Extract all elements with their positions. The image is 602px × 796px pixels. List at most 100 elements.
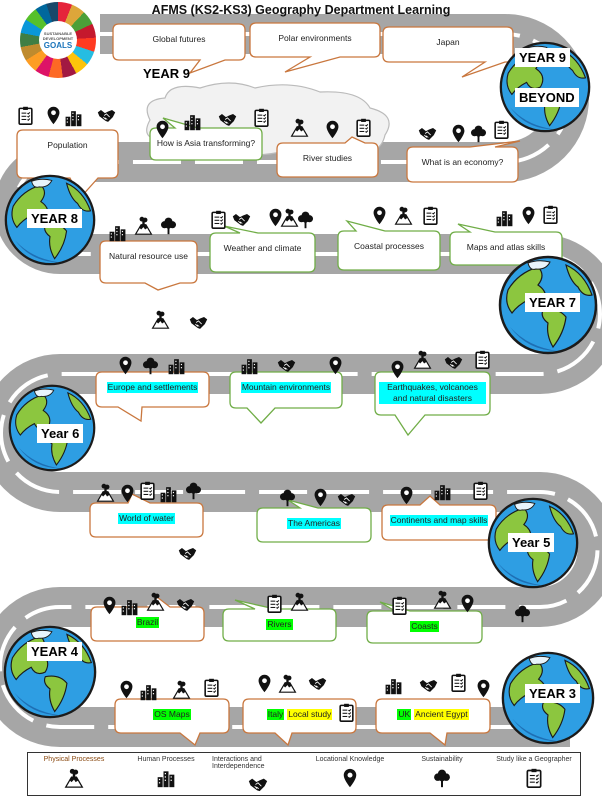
pin-icon <box>116 356 135 375</box>
handshake-icon <box>189 313 208 332</box>
globe-icon <box>3 625 97 719</box>
legend-label: Physical Processes <box>43 756 105 763</box>
pin-icon <box>100 596 119 615</box>
pin-icon <box>323 120 342 139</box>
handshake-icon <box>178 544 197 563</box>
topic-text: UK <box>397 709 412 720</box>
clipboard-icon <box>449 673 468 692</box>
topic-label: Coastal processes <box>342 231 436 270</box>
tree-icon <box>141 356 160 375</box>
volcano-icon <box>290 592 309 611</box>
pin-icon <box>153 120 172 139</box>
volcano-icon <box>96 483 115 502</box>
clipboard-icon <box>337 703 356 722</box>
legend-label: Locational Knowledge <box>315 756 385 763</box>
clipboard-icon <box>16 106 35 125</box>
clipboard-icon <box>390 596 409 615</box>
volcano-icon <box>151 310 170 329</box>
topic-text: How is Asia transforming? <box>156 138 256 148</box>
buildings-icon <box>64 108 83 127</box>
handshake-icon <box>418 124 437 143</box>
year-label: YEAR 3 <box>525 684 580 703</box>
clipboard-icon <box>252 108 271 127</box>
year-label: YEAR 7 <box>525 293 580 312</box>
clipboard-icon <box>265 594 284 613</box>
tree-icon <box>432 767 452 789</box>
clipboard-icon <box>541 205 560 224</box>
callout-bubble <box>249 22 381 73</box>
topic-label: Coasts <box>371 611 478 643</box>
topic-label: River studies <box>281 143 374 177</box>
topic-text: Italy <box>266 709 285 720</box>
year-label: BEYOND <box>515 88 579 107</box>
handshake-icon <box>419 676 438 695</box>
topic-label: Brazil <box>95 607 200 641</box>
handshake-icon <box>176 595 195 614</box>
tree-icon <box>513 604 532 623</box>
buildings-icon <box>156 767 176 789</box>
topic-text: Mountain environments <box>240 382 332 393</box>
pin-icon <box>118 484 137 503</box>
clipboard-icon <box>492 120 511 139</box>
legend: Physical Processes Human Processes Interac… <box>27 752 581 796</box>
clipboard-icon <box>202 678 221 697</box>
pin-icon <box>449 124 468 143</box>
volcano-icon <box>433 590 452 609</box>
volcano-icon <box>290 118 309 137</box>
volcano-icon <box>278 674 297 693</box>
topic-label: Polar environments <box>254 23 376 57</box>
legend-item: Study like a Geographer <box>488 753 580 795</box>
topic-label: Natural resource use <box>104 241 193 283</box>
pin-icon <box>340 767 360 789</box>
topic-label: Earthquakes, volcanoes and natural disas… <box>379 372 486 415</box>
volcano-icon <box>146 592 165 611</box>
callout-bubble <box>276 136 379 178</box>
topic-text: Earthquakes, volcanoes and natural disas… <box>379 382 486 404</box>
pin-icon <box>397 486 416 505</box>
year-label: Year 6 <box>37 424 84 443</box>
pin-icon <box>458 594 477 613</box>
topic-text: Coastal processes <box>354 241 424 251</box>
callout-bubble <box>406 140 521 183</box>
buildings-icon <box>183 112 202 131</box>
tree-icon <box>296 210 315 229</box>
topic-text: Global futures <box>152 34 206 44</box>
topic-label: Japan <box>387 27 509 62</box>
pin-icon <box>117 680 136 699</box>
volcano-icon <box>64 767 84 789</box>
year-label: YEAR 4 <box>27 642 82 661</box>
tree-icon <box>184 481 203 500</box>
legend-item: Interactions and Interdependence <box>212 753 304 795</box>
clipboard-icon <box>209 210 228 229</box>
pin-icon <box>44 106 63 125</box>
handshake-icon <box>218 110 237 129</box>
year-label: YEAR 9 <box>515 48 570 67</box>
year-label: Year 5 <box>508 533 555 552</box>
topic-text: Maps and atlas skills <box>466 242 546 252</box>
pin-icon <box>311 488 330 507</box>
topic-label: Rivers <box>227 609 332 641</box>
tree-icon <box>278 488 297 507</box>
topic-label: OS Maps <box>119 699 225 733</box>
clipboard-icon <box>354 118 373 137</box>
buildings-icon <box>120 597 139 616</box>
handshake-icon <box>444 353 463 372</box>
buildings-icon <box>384 676 403 695</box>
topic-label: The Americas <box>261 508 367 542</box>
clipboard-icon <box>138 481 157 500</box>
callout-bubble <box>337 219 441 271</box>
volcano-icon <box>394 206 413 225</box>
topic-text: Europe and settlements <box>106 382 199 393</box>
year9-heading: YEAR 9 <box>143 66 190 81</box>
legend-label: Sustainability <box>421 756 463 763</box>
handshake-icon <box>277 356 296 375</box>
legend-item: Physical Processes <box>28 753 120 795</box>
legend-label: Human Processes <box>137 756 195 763</box>
callout-bubble <box>16 129 119 200</box>
topic-label: Mountain environments <box>234 372 338 408</box>
pin-icon <box>370 206 389 225</box>
tree-icon <box>469 124 488 143</box>
clipboard-icon <box>524 767 544 789</box>
buildings-icon <box>139 682 158 701</box>
